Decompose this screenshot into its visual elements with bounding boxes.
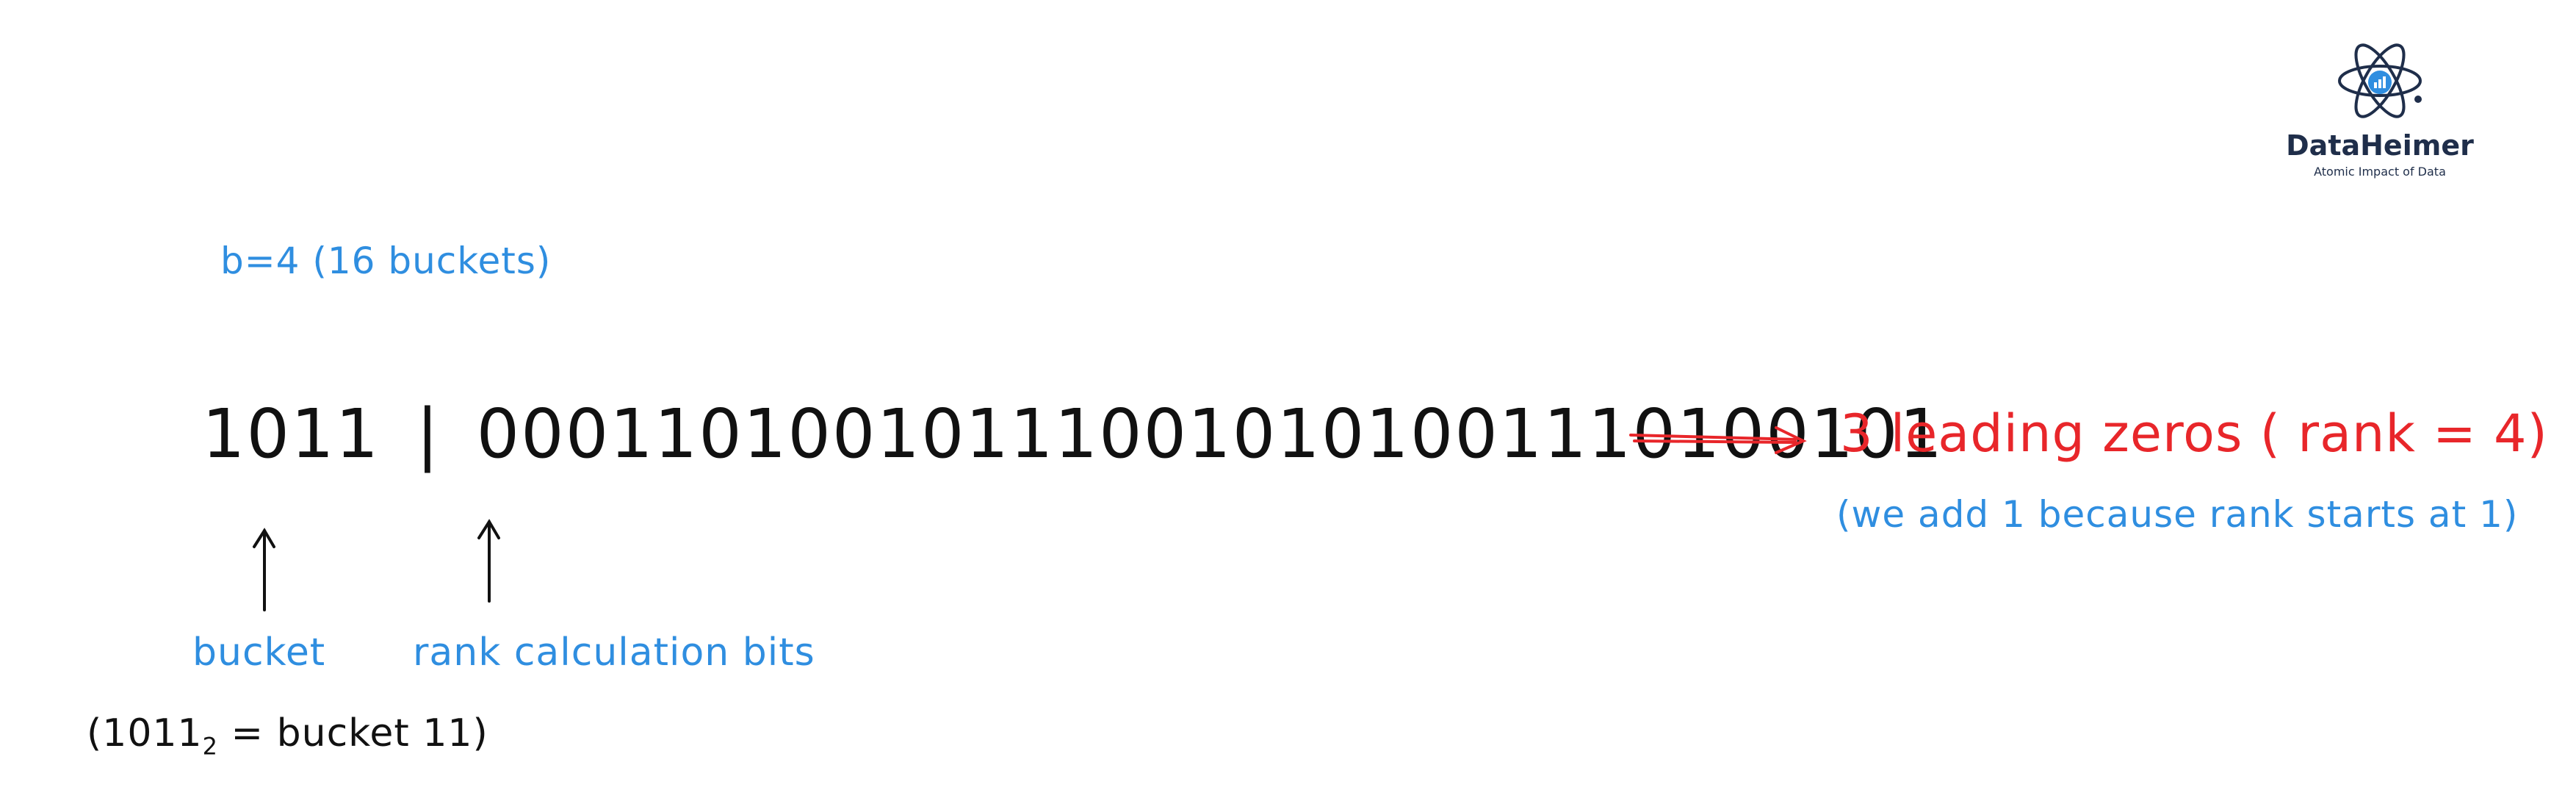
rank-bits-arrow bbox=[477, 519, 500, 603]
result-arrow bbox=[1629, 426, 1807, 454]
logo-name: DataHeimer bbox=[2286, 129, 2474, 162]
bucket-formula: (10112 = bucket 11) bbox=[87, 714, 488, 758]
bit-separator: | bbox=[416, 395, 441, 473]
bucket-label: bucket bbox=[192, 631, 326, 675]
bucket-formula-base: 2 bbox=[202, 732, 218, 761]
bucket-bits: 1011 bbox=[202, 395, 380, 473]
result-note: (we add 1 because rank starts at 1) bbox=[1836, 493, 2519, 536]
rank-bits-label: rank calculation bits bbox=[413, 631, 815, 675]
result-text: 3 leading zeros ( rank = 4) bbox=[1840, 403, 2548, 464]
bucket-arrow bbox=[253, 528, 275, 611]
param-text: b=4 (16 buckets) bbox=[220, 240, 552, 282]
logo-tagline: Atomic Impact of Data bbox=[2314, 165, 2446, 179]
atom-chart-icon bbox=[2338, 43, 2422, 118]
bucket-formula-prefix: (1011 bbox=[87, 711, 203, 755]
rank-bits: 000110100101110010101001110100101 bbox=[476, 395, 1944, 473]
dataheimer-logo: DataHeimer Atomic Impact of Data bbox=[2262, 37, 2497, 191]
bucket-formula-suffix: = bucket 11) bbox=[217, 711, 488, 755]
binary-hash: 1011 | 000110100101110010101001110100101 bbox=[202, 401, 1944, 468]
